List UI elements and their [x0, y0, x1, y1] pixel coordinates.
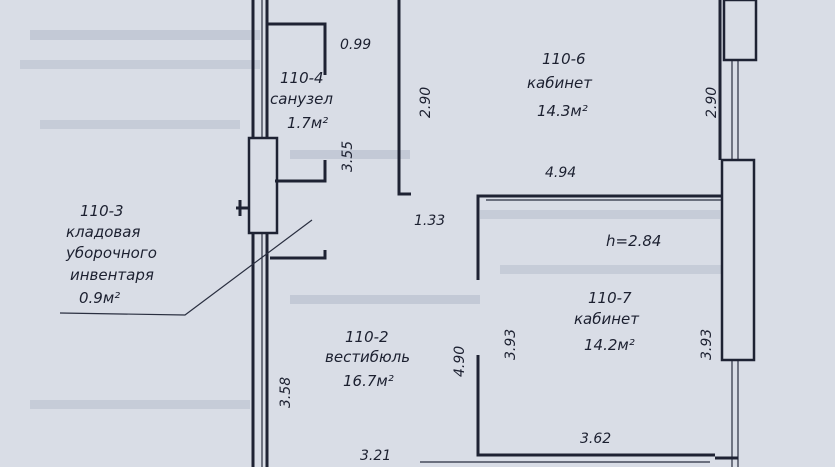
room-110-7-name: кабинет [574, 310, 640, 328]
dim-3-93-right: 3.93 [699, 329, 715, 360]
office-7-walls [476, 355, 715, 457]
room-110-3-name-line2: уборочного [65, 244, 157, 262]
room-110-2-name: вестибюль [325, 348, 410, 366]
right-window-top [722, 0, 758, 62]
bathroom-walls [267, 22, 327, 260]
room-110-3-code: 110-3 [80, 202, 124, 220]
room-110-4-area: 1.7м² [287, 114, 328, 132]
ceiling-height: h=2.84 [606, 232, 661, 250]
partition-wall [476, 194, 728, 280]
dim-4-94: 4.94 [545, 165, 576, 181]
right-window-middle [720, 158, 756, 362]
dim-2-90-right: 2.90 [704, 87, 720, 118]
dim-0-99: 0.99 [340, 37, 371, 53]
dim-3-21: 3.21 [360, 448, 391, 464]
left-wall-window [247, 136, 279, 235]
room-110-6-name: кабинет [527, 74, 593, 92]
room-110-4-code: 110-4 [280, 69, 324, 87]
room-110-4-name: санузел [270, 90, 333, 108]
room-110-2-area: 16.7м² [343, 372, 394, 390]
dim-4-90: 4.90 [452, 346, 468, 377]
room-110-3-name-line3: инвентаря [70, 266, 154, 284]
room-110-6-area: 14.3м² [537, 102, 588, 120]
room-110-6-code: 110-6 [542, 50, 586, 68]
storage-leader-line [59, 219, 313, 316]
dim-2-90-left: 2.90 [418, 87, 434, 118]
room-110-7-area: 14.2м² [584, 336, 635, 354]
dim-3-55: 3.55 [340, 141, 356, 172]
dim-3-62: 3.62 [580, 431, 611, 447]
office-6-walls [397, 0, 722, 196]
right-exterior-wall [715, 0, 758, 467]
room-110-3-area: 0.9м² [79, 289, 120, 307]
dim-3-58: 3.58 [278, 377, 294, 408]
dim-1-33: 1.33 [414, 213, 445, 229]
room-110-2-code: 110-2 [345, 328, 389, 346]
dim-3-93-left: 3.93 [503, 329, 519, 360]
room-110-3-name-line1: кладовая [66, 223, 140, 241]
room-110-7-code: 110-7 [588, 289, 632, 307]
